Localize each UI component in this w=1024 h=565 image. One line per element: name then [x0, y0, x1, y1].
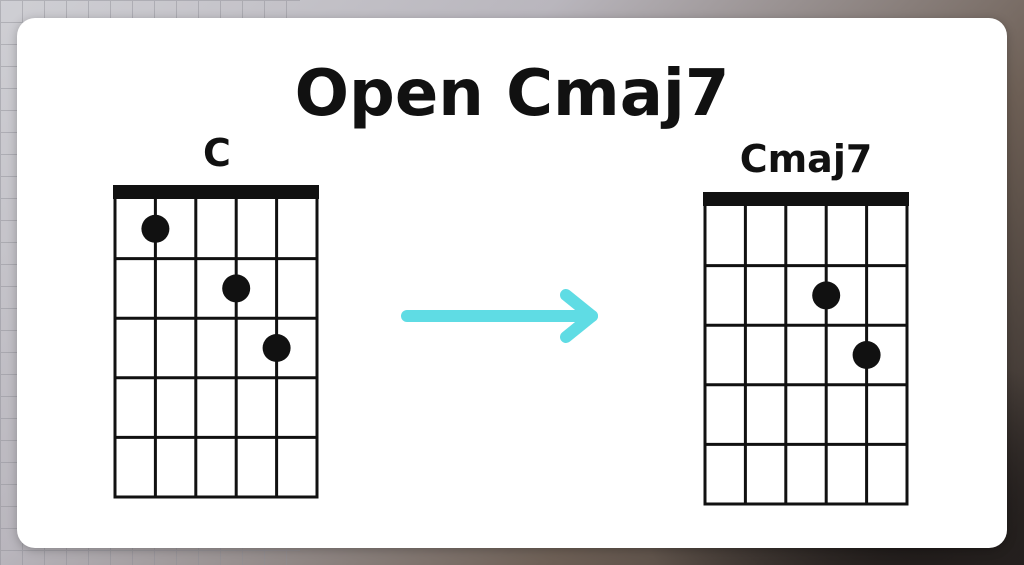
chord-name-cmaj7: Cmaj7	[739, 137, 873, 181]
finger-dot	[262, 334, 291, 362]
finger-dot	[812, 281, 841, 310]
page-title: Open Cmaj7	[294, 57, 730, 131]
finger-dot	[141, 214, 170, 243]
finger-dot	[222, 274, 251, 303]
chord-chart-cmaj7	[703, 192, 909, 506]
finger-dot	[852, 341, 881, 369]
nut	[113, 185, 319, 199]
chord-name-c: C	[203, 131, 231, 175]
content-card	[17, 18, 1007, 548]
chord-chart-c	[113, 185, 319, 499]
arrow-right-icon	[401, 289, 598, 343]
nut	[703, 192, 909, 206]
